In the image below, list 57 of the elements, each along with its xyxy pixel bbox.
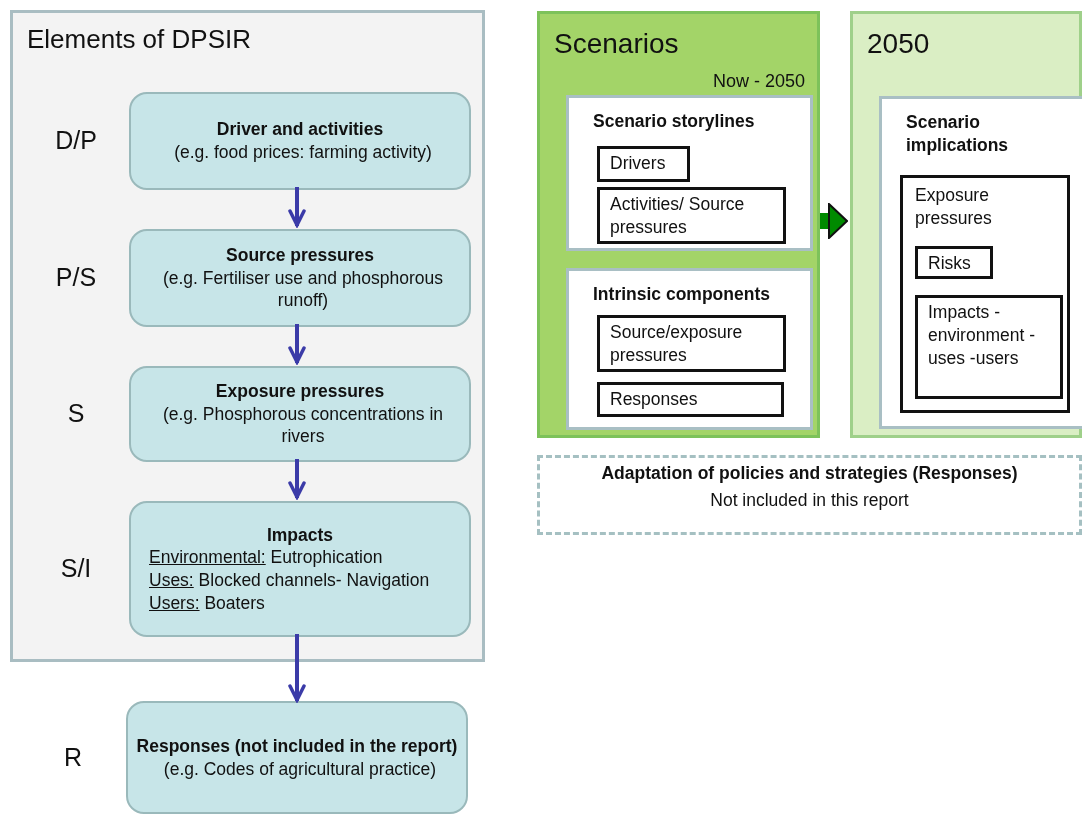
item-box	[915, 246, 993, 279]
stage-label: P/S	[54, 263, 98, 292]
box-text: Users: Boaters	[148, 591, 266, 615]
process-box	[129, 501, 471, 637]
item-label: Source/exposure pressures	[609, 321, 744, 367]
item-label: Impacts -environment -uses -users	[927, 301, 1036, 370]
group-heading: Scenario storylines	[592, 110, 756, 133]
process-box	[129, 366, 471, 462]
panel-title: Scenarios	[553, 27, 680, 61]
box-heading: Impacts	[265, 523, 335, 547]
process-box	[129, 92, 471, 190]
note-text: Not included in this report	[709, 488, 910, 512]
panel-title: Elements of DPSIR	[26, 23, 252, 56]
group-heading: Intrinsic components	[592, 283, 771, 306]
stage-label: D/P	[54, 126, 98, 155]
box-heading: Responses (not included in the report)	[135, 734, 459, 758]
process-box	[129, 229, 471, 327]
box-heading: Exposure pressures	[214, 379, 386, 403]
box-text: (e.g. food prices: farming activity)	[173, 141, 433, 164]
box-text: Uses: Blocked channels- Navigation	[148, 569, 431, 592]
panel	[10, 10, 485, 662]
panel	[850, 11, 1082, 438]
box-text: Environmental: Eutrophication	[148, 546, 384, 569]
item-box	[597, 382, 784, 417]
period-label: Now - 2050	[711, 70, 806, 94]
block-arrow	[820, 203, 848, 239]
panel-title: 2050	[866, 27, 931, 61]
arrow	[288, 324, 306, 364]
item-box	[597, 146, 690, 182]
box-text: (e.g. Phosphorous concentrations in rivers	[161, 402, 445, 449]
group-heading: Scenario implications	[905, 111, 1010, 157]
item-box	[597, 187, 786, 244]
box-text: (e.g. Codes of agricultural practice)	[162, 757, 438, 781]
group-box	[566, 268, 813, 430]
item-label: Responses	[609, 388, 699, 411]
arrow	[288, 187, 306, 227]
stage-label: R	[62, 742, 84, 772]
group-box	[900, 175, 1070, 413]
box-heading: Source pressures	[225, 243, 375, 267]
group-box	[566, 95, 813, 251]
group-box	[879, 96, 1082, 429]
box-text: (e.g. Fertiliser use and phosphorous runoff)	[161, 266, 445, 313]
stage-label: S	[66, 399, 86, 428]
item-label: Activities/ Source pressures	[609, 193, 746, 239]
arrow	[288, 459, 306, 499]
arrow	[288, 634, 306, 702]
stage-label: S/I	[59, 554, 93, 583]
group-heading: Exposure pressures	[914, 184, 993, 230]
note-box	[537, 455, 1082, 535]
process-box	[126, 701, 468, 814]
panel	[537, 11, 820, 438]
item-box	[597, 315, 786, 372]
box-heading: Driver and activities	[215, 118, 385, 141]
item-label: Drivers	[609, 152, 667, 175]
item-box	[915, 295, 1063, 399]
note-heading: Adaptation of policies and strategies (Responses)	[600, 462, 1019, 485]
item-label: Risks	[927, 252, 972, 275]
